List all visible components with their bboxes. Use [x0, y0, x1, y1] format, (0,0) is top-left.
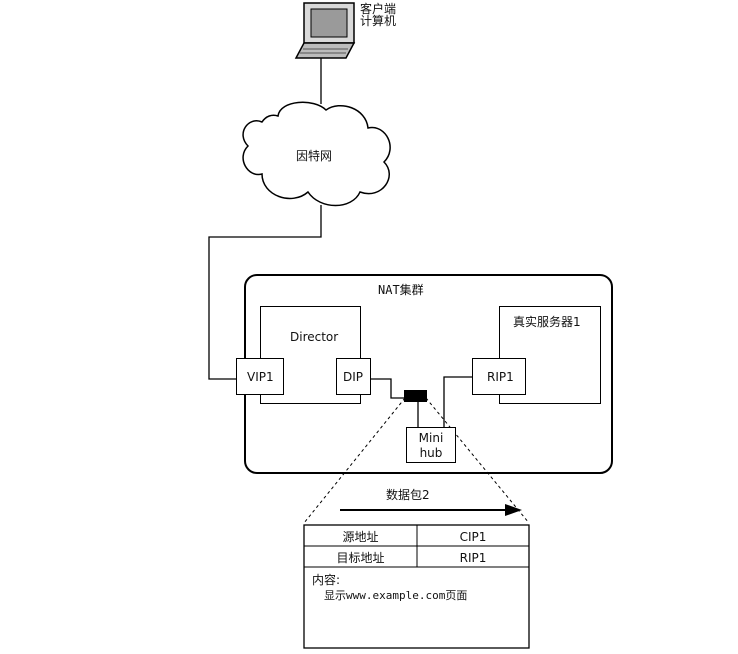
packet-content-value: 显示www.example.com页面	[324, 589, 468, 602]
zoom-line-right	[425, 397, 530, 524]
packet-value-destination: RIP1	[459, 551, 487, 565]
rip-label: RIP1	[487, 370, 514, 384]
packet-field-source: 源地址	[342, 530, 379, 544]
internet-label: 因特网	[296, 149, 333, 163]
hub-label-line1: Mini	[418, 431, 444, 445]
vip-label: VIP1	[247, 370, 274, 384]
dip-port: DIP	[336, 358, 371, 395]
packet-direction-arrow	[340, 504, 522, 516]
mini-hub-box: Mini hub	[406, 427, 456, 463]
link-internet-vip	[208, 205, 322, 380]
packet-marker	[404, 390, 427, 402]
computer-icon	[294, 2, 356, 59]
client-label-line2: 计算机	[360, 14, 397, 28]
link-dip-packet	[371, 378, 406, 399]
dip-label: DIP	[343, 370, 364, 384]
packet-value-source: CIP1	[459, 530, 487, 544]
rip-port: RIP1	[472, 358, 526, 395]
packet-title: 数据包2	[386, 488, 430, 502]
cluster-title: NAT集群	[378, 283, 424, 297]
hub-label-line2: hub	[419, 446, 443, 460]
director-label: Director	[290, 330, 339, 344]
zoom-line-left	[303, 397, 406, 524]
vip-port: VIP1	[236, 358, 284, 395]
packet-field-destination: 目标地址	[336, 551, 385, 565]
packet-table-frame	[303, 524, 530, 649]
packet-content-label: 内容:	[312, 573, 341, 587]
link-hub-rip	[443, 376, 472, 427]
real-server-label: 真实服务器1	[513, 315, 581, 329]
cloud-icon	[242, 101, 391, 207]
client-label-line1: 客户端	[360, 2, 397, 16]
